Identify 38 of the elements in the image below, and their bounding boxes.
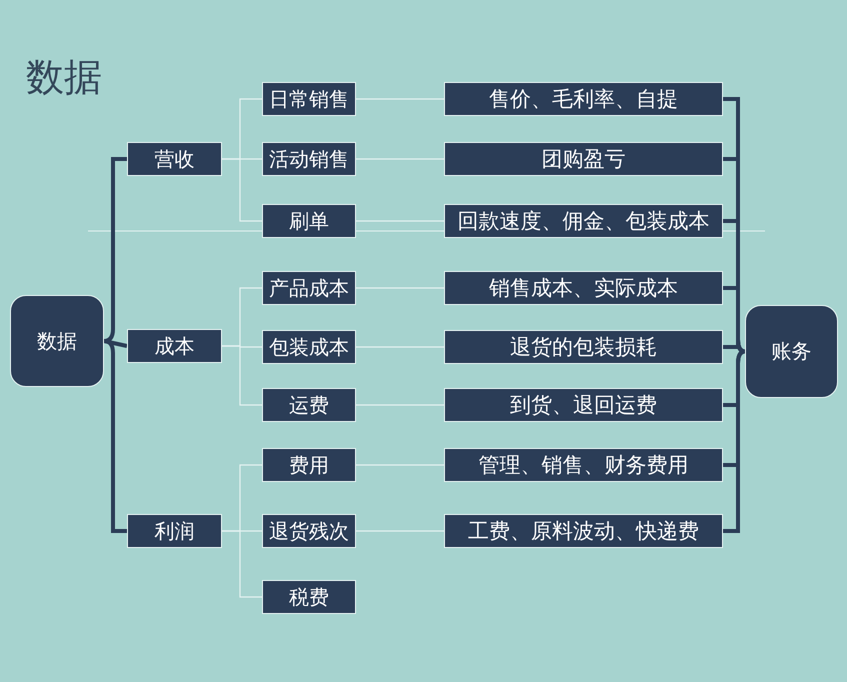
title: 数据 (26, 54, 102, 101)
brace-line (723, 338, 746, 354)
detail-box: 回款速度、佣金、包装成本 (444, 204, 723, 238)
category-box: 活动销售 (262, 142, 356, 176)
root-box: 数据 (10, 295, 104, 387)
category-box: 日常销售 (262, 82, 356, 116)
category-box: 税费 (262, 580, 356, 614)
connector-line (356, 220, 444, 222)
connector-line (356, 98, 444, 100)
detail-box: 销售成本、实际成本 (444, 271, 723, 305)
detail-box: 到货、退回运费 (444, 388, 723, 422)
category-box: 营收 (127, 142, 222, 176)
detail-box: 售价、毛利率、自提 (444, 82, 723, 116)
detail-box: 工费、原料波动、快递费 (444, 514, 723, 548)
connector-line (222, 345, 262, 406)
brace-line (723, 350, 746, 533)
category-box: 费用 (262, 448, 356, 482)
connector-line (356, 404, 444, 406)
detail-box: 团购盈亏 (444, 142, 723, 176)
connector-line (356, 287, 444, 289)
detail-box: 管理、销售、财务费用 (444, 448, 723, 482)
connector-line (356, 530, 444, 532)
connector-line (222, 530, 262, 598)
connector-line (356, 346, 444, 348)
category-box: 产品成本 (262, 271, 356, 305)
category-box: 包装成本 (262, 330, 356, 364)
detail-box: 退货的包装损耗 (444, 330, 723, 364)
root-box: 账务 (745, 305, 838, 398)
connector-line (356, 158, 444, 160)
category-box: 退货残次 (262, 514, 356, 548)
category-box: 运费 (262, 388, 356, 422)
brace-line (104, 339, 128, 348)
category-box: 成本 (127, 329, 222, 363)
brace-line (104, 157, 127, 343)
category-box: 利润 (127, 514, 222, 548)
category-box: 刷单 (262, 204, 356, 238)
connector-line (222, 158, 262, 222)
connector-line (356, 464, 444, 466)
